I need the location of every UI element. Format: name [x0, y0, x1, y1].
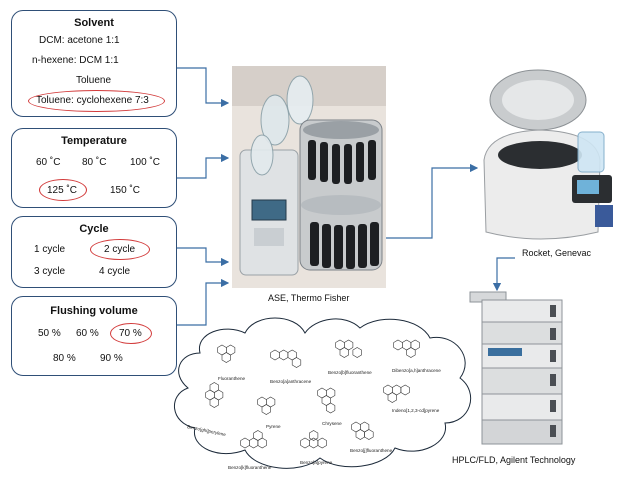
- flushing-option: 90 %: [100, 353, 123, 364]
- cycle-option: 1 cycle: [34, 244, 66, 255]
- cycle-option: 3 cycle: [34, 266, 66, 277]
- pah-label: Dibenzo[a,h]anthracene: [392, 368, 441, 373]
- flushing-option: 50 %: [38, 328, 61, 339]
- selection-highlight: [28, 90, 165, 112]
- pah-label: Benzo[j]fluoranthene: [350, 448, 393, 453]
- cycle-option: 4 cycle: [99, 266, 131, 277]
- solvent-option: n-hexene: DCM 1:1: [32, 55, 119, 66]
- flushing-volume-title: Flushing volume: [50, 305, 138, 317]
- hplc-caption: HPLC/FLD, Agilent Technology: [452, 455, 576, 465]
- pah-label: Benzo[a]pyrene: [300, 460, 333, 465]
- pah-label: Chrysene: [322, 421, 342, 426]
- cycle-box: Cycle 1 cycle 2 cycle 3 cycle 4 cycle: [11, 216, 177, 288]
- rocket-instrument-image: [483, 69, 613, 240]
- solvent-title: Solvent: [74, 17, 114, 29]
- pah-cloud-shape: [173, 317, 472, 469]
- pah-label: Benzo[a]anthracene: [270, 379, 312, 384]
- ase-instrument-image: [232, 66, 386, 288]
- cycle-title: Cycle: [79, 223, 109, 235]
- selection-highlight: [39, 179, 87, 201]
- hplc-instrument-image: [469, 291, 563, 445]
- solvent-box: Solvent DCM: acetone 1:1 n-hexene: DCM 1…: [11, 10, 177, 117]
- temperature-option: 60 ˚C: [36, 157, 61, 168]
- pah-label: Pyrene: [266, 424, 281, 429]
- solvent-option: Toluene: [76, 75, 112, 86]
- connector-arrows: [177, 67, 515, 326]
- pah-structures: [205, 339, 420, 449]
- selection-highlight: [90, 239, 150, 260]
- temperature-option: 80 ˚C: [82, 157, 107, 168]
- flushing-option: 60 %: [76, 328, 99, 339]
- temperature-title: Temperature: [61, 135, 127, 147]
- pah-label: Fluoranthene: [218, 376, 246, 381]
- rocket-caption: Rocket, Genevac: [522, 248, 592, 258]
- pah-label: Indeno[1,2,3-cd]pyrene: [392, 408, 440, 413]
- solvent-option: DCM: acetone 1:1: [39, 35, 120, 46]
- ase-caption: ASE, Thermo Fisher: [268, 293, 350, 303]
- temperature-option: 100 ˚C: [130, 157, 161, 168]
- pah-label: Benzo[k]fluoranthene: [228, 465, 272, 470]
- temperature-box: Temperature 60 ˚C 80 ˚C 100 ˚C 125 ˚C 15…: [11, 128, 177, 208]
- temperature-option: 150 ˚C: [110, 185, 141, 196]
- flushing-volume-box: Flushing volume 50 % 60 % 70 % 80 % 90 %: [11, 296, 177, 376]
- flushing-option: 80 %: [53, 353, 76, 364]
- selection-highlight: [110, 323, 152, 344]
- pah-label: Benzo[b]fluoranthene: [328, 370, 372, 375]
